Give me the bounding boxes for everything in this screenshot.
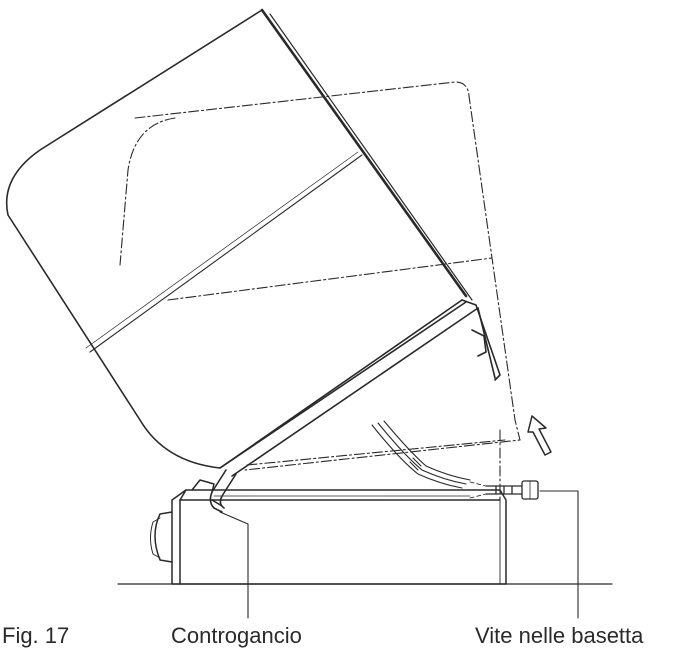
- base-screw: [469, 480, 539, 500]
- tilted-cover: [5, 8, 501, 477]
- callout-base-screw: Vite nelle basetta: [475, 623, 644, 648]
- figure-number: Fig. 17: [2, 623, 70, 648]
- base-housing: [150, 479, 507, 585]
- cable-bundle: [371, 420, 471, 489]
- callout-counter-hook: Controgancio: [171, 623, 302, 648]
- leader-line-base-screw: [539, 490, 579, 619]
- ghost-cover-outline: [119, 81, 521, 501]
- leader-line-counter-hook: [219, 511, 249, 619]
- lift-direction-arrow-icon: [527, 415, 552, 456]
